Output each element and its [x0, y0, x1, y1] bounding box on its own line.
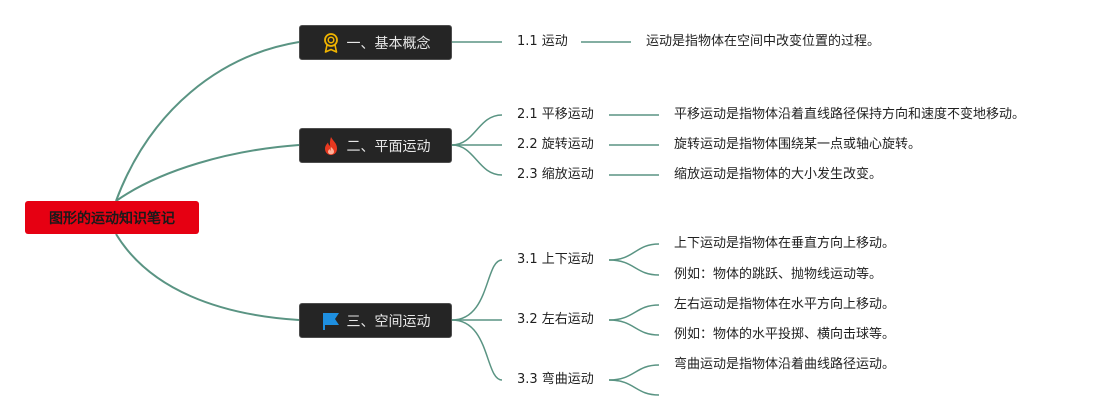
- connector-sub-3-2-note-1: [608, 304, 660, 321]
- branch-topic-basic-concepts[interactable]: 一、基本概念: [299, 25, 452, 60]
- connector-sub-3-3-note-1: [608, 364, 660, 381]
- note-3-2-1[interactable]: 左右运动是指物体在水平方向上移动。: [674, 297, 896, 312]
- note-3-3-1[interactable]: 弯曲运动是指物体沿着曲线路径运动。: [674, 357, 896, 372]
- subtopic-2-3[interactable]: 2.3 缩放运动: [517, 167, 594, 182]
- connector-branch-2-sub-3: [451, 144, 503, 176]
- branch-topic-plane-motion[interactable]: 二、平面运动: [299, 128, 452, 163]
- branch-topic-label: 三、空间运动: [346, 313, 431, 330]
- subtopic-3-3[interactable]: 3.3 弯曲运动: [517, 372, 594, 387]
- subtopic-1-1[interactable]: 1.1 运动: [517, 34, 568, 49]
- fire-icon: [321, 136, 341, 156]
- subtopic-2-1[interactable]: 2.1 平移运动: [517, 107, 594, 122]
- note-2-1-1[interactable]: 平移运动是指物体沿着直线路径保持方向和速度不变地移动。: [674, 107, 1026, 122]
- award-ribbon-icon: [321, 32, 341, 53]
- note-3-2-2[interactable]: 例如：物体的水平投掷、横向击球等。: [674, 327, 896, 342]
- connector-sub-3-3-note-2: [608, 379, 660, 396]
- subtopic-2-2[interactable]: 2.2 旋转运动: [517, 137, 594, 152]
- note-3-1-2[interactable]: 例如：物体的跳跃、抛物线运动等。: [674, 267, 883, 282]
- root-topic[interactable]: 图形的运动知识笔记: [25, 201, 199, 234]
- connector-branch-3-sub-1: [451, 259, 503, 321]
- connector-sub-3-1-note-1: [608, 243, 660, 261]
- connector-sub-3-1-note-2: [608, 259, 660, 276]
- note-2-3-1[interactable]: 缩放运动是指物体的大小发生改变。: [674, 167, 883, 182]
- note-2-2-1[interactable]: 旋转运动是指物体围绕某一点或轴心旋转。: [674, 137, 922, 152]
- subtopic-3-2[interactable]: 3.2 左右运动: [517, 312, 594, 327]
- subtopic-3-1[interactable]: 3.1 上下运动: [517, 252, 594, 267]
- note-3-1-1[interactable]: 上下运动是指物体在垂直方向上移动。: [674, 236, 896, 251]
- connector-branch-2-sub-1: [451, 114, 503, 146]
- connector-sub-3-2-note-2: [608, 319, 660, 336]
- root-topic-label: 图形的运动知识笔记: [49, 210, 175, 227]
- note-1-1-1[interactable]: 运动是指物体在空间中改变位置的过程。: [646, 34, 881, 49]
- connector-branch-3-sub-3: [451, 319, 503, 381]
- flag-icon: [321, 311, 341, 331]
- connector-root-branch-3: [115, 233, 300, 321]
- branch-topic-space-motion[interactable]: 三、空间运动: [299, 303, 452, 338]
- branch-topic-label: 二、平面运动: [346, 138, 431, 155]
- connector-root-branch-1: [115, 41, 300, 202]
- connector-root-branch-2: [115, 144, 300, 202]
- branch-topic-label: 一、基本概念: [346, 35, 431, 52]
